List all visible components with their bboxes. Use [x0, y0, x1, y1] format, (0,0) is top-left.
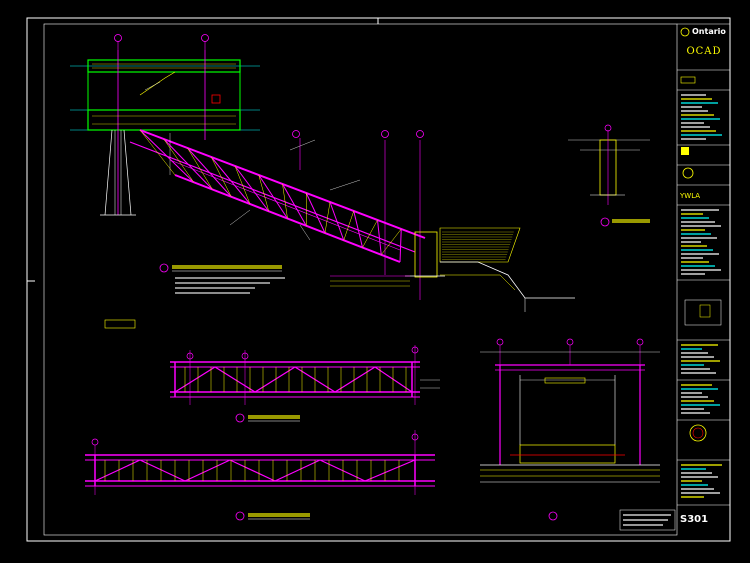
stair-truss-elevation: [129, 129, 445, 300]
ground-section-hatch: [439, 227, 575, 312]
title-block: [677, 23, 730, 506]
sheet-number: S301: [680, 514, 709, 525]
bottom-truss-elevation: [85, 430, 435, 521]
column-section-detail: [568, 124, 650, 227]
stair-plan-detail: [70, 34, 260, 216]
sheet-outer-border: [26, 17, 731, 542]
client-logo-text: Ontario: [692, 27, 726, 36]
detail-title-1: [104, 263, 285, 329]
top-truss-elevation: [170, 345, 440, 423]
institution-name: OCAD: [686, 46, 722, 57]
sheet-inner-border: [43, 23, 678, 536]
section-frame-detail: [480, 338, 676, 531]
consultant-logo-text: YWLA: [680, 192, 701, 200]
